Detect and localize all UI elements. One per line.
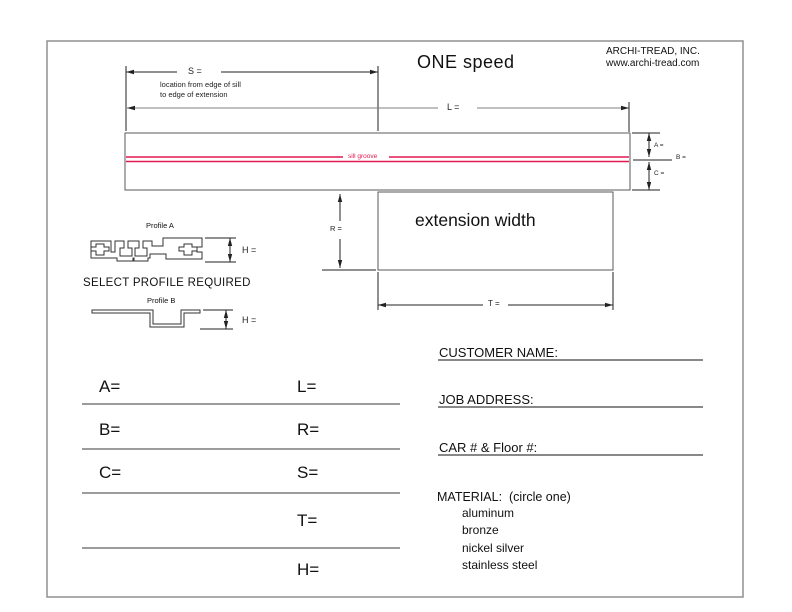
profile-a-h-dim — [205, 237, 236, 263]
sill-groove-label: sill groove — [348, 153, 378, 160]
dim-t — [377, 272, 614, 310]
field-t: T= — [297, 511, 318, 530]
material-option-aluminum: aluminum — [462, 506, 515, 520]
form-lines — [82, 403, 400, 549]
job-address-label: JOB ADDRESS: — [439, 392, 534, 407]
dim-s-note-line1: location from edge of sill — [160, 80, 241, 89]
field-a: A= — [99, 377, 121, 396]
profile-b-h-label: H = — [242, 315, 257, 325]
profile-b-label: Profile B — [147, 296, 176, 305]
customer-name-label: CUSTOMER NAME: — [439, 345, 558, 360]
select-profile-heading: SELECT PROFILE REQUIRED — [83, 277, 251, 289]
field-s: S= — [297, 463, 319, 482]
field-b: B= — [99, 420, 121, 439]
extension-width-label: extension width — [415, 210, 536, 230]
dim-l-label: L = — [447, 102, 460, 112]
page-border — [46, 40, 744, 598]
dim-r — [322, 194, 376, 271]
order-underlines — [438, 359, 703, 456]
profile-b-h-dim — [200, 309, 233, 330]
material-option-nickel-silver: nickel silver — [462, 541, 525, 555]
dim-c-label: C = — [654, 170, 665, 177]
dim-s-label: S = — [188, 66, 202, 76]
car-floor-label: CAR # & Floor #: — [439, 440, 538, 455]
profile-a-h-label: H = — [242, 245, 257, 255]
material-heading: MATERIAL: (circle one) — [437, 490, 571, 504]
extension-box-drawing — [377, 191, 614, 271]
dim-s-note-line2: to edge of extension — [160, 90, 228, 99]
material-option-stainless-steel: stainless steel — [462, 558, 538, 572]
field-c: C= — [99, 463, 122, 482]
field-l: L= — [297, 377, 317, 396]
sill-groove-lines — [126, 156, 629, 163]
dim-a-label: A = — [654, 142, 664, 149]
field-h: H= — [297, 560, 320, 579]
dim-abc — [632, 132, 672, 191]
field-r: R= — [297, 420, 320, 439]
profile-a-label: Profile A — [146, 221, 174, 230]
dim-b-label: B = — [676, 154, 686, 161]
dim-r-label: R = — [330, 224, 342, 233]
profile-a-drawing — [90, 237, 203, 262]
dim-t-label: T = — [488, 299, 500, 308]
page-title: ONE speed — [417, 52, 515, 72]
dim-l — [127, 102, 630, 132]
profile-b-drawing — [91, 309, 201, 328]
company-name: ARCHI-TREAD, INC. — [606, 46, 700, 57]
material-option-bronze: bronze — [462, 523, 499, 537]
company-url: www.archi-tread.com — [606, 58, 700, 69]
dim-s — [125, 66, 379, 131]
